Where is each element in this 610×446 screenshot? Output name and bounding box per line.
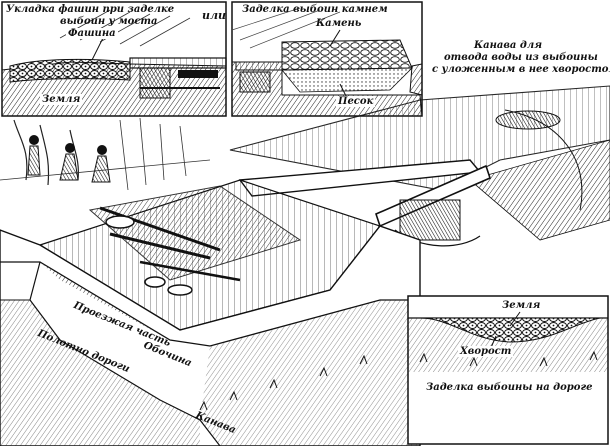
fascine-logs bbox=[99, 206, 241, 296]
label-fascine-title-2: выбоин у моста bbox=[60, 16, 158, 27]
label-earth-top-left: Земля bbox=[40, 94, 83, 105]
label-sand: Песок bbox=[336, 96, 376, 107]
main-road-scene bbox=[0, 85, 610, 446]
label-fascine-title-1: Укладка фашин при заделке bbox=[6, 4, 175, 15]
label-stone: Камень bbox=[316, 18, 362, 29]
label-inset-brushwood: Хворост bbox=[458, 346, 514, 357]
inset-stone-repair bbox=[231, 1, 423, 117]
inset-pothole-repair bbox=[407, 295, 609, 445]
label-ditch-2: отвода воды из выбоины bbox=[442, 52, 600, 63]
workers-sketch bbox=[0, 117, 211, 191]
label-or: или bbox=[202, 9, 227, 22]
label-inset-caption: Заделка выбоины на дороге bbox=[424, 382, 595, 393]
label-stone-title: Заделка выбоин камнем bbox=[242, 4, 388, 15]
label-ditch-1: Канава для bbox=[472, 40, 545, 51]
label-fascine: Фашина bbox=[66, 28, 118, 39]
inset-fascine-bridge bbox=[1, 1, 227, 117]
label-inset-earth: Земля bbox=[500, 300, 543, 311]
label-ditch-3: с уложенным в нее хворостом bbox=[430, 64, 610, 75]
